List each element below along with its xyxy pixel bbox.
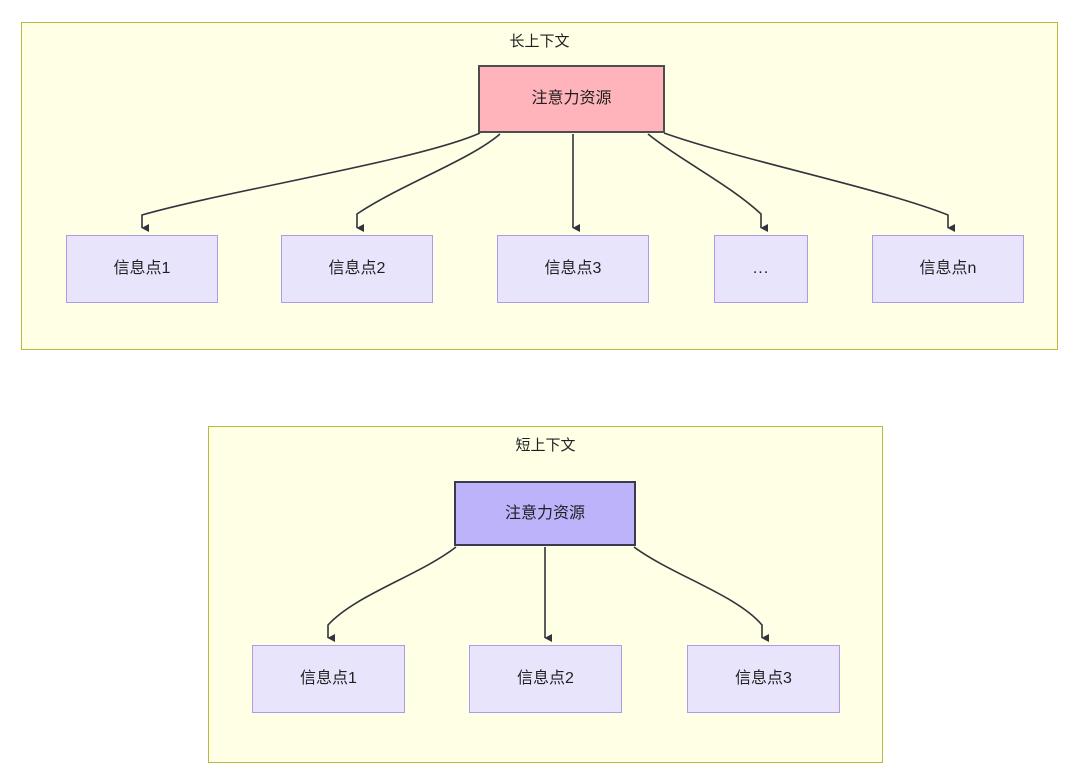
leaf-node-info-point-2-long[interactable]: 信息点2: [281, 235, 433, 303]
leaf-label: 信息点2: [328, 260, 386, 278]
leaf-label: 信息点3: [735, 670, 792, 688]
leaf-node-info-point-3-short[interactable]: 信息点3: [687, 645, 840, 713]
leaf-label: 信息点n: [919, 260, 977, 278]
leaf-node-info-point-3-long[interactable]: 信息点3: [497, 235, 649, 303]
group-title-long-context: 长上下文: [509, 33, 570, 50]
leaf-label: ...: [752, 260, 770, 278]
leaf-label: 信息点3: [544, 260, 602, 278]
group-title-short-context: 短上下文: [515, 437, 576, 454]
leaf-node-info-point-1-long[interactable]: 信息点1: [66, 235, 218, 303]
hub-label-short: 注意力资源: [504, 504, 585, 522]
hub-node-attention-resource-long[interactable]: 注意力资源: [478, 65, 665, 133]
leaf-label: 信息点2: [517, 670, 574, 688]
leaf-node-info-point-1-short[interactable]: 信息点1: [252, 645, 405, 713]
leaf-node-info-point-2-short[interactable]: 信息点2: [469, 645, 622, 713]
leaf-node-info-point-n-long[interactable]: 信息点n: [872, 235, 1024, 303]
leaf-label: 信息点1: [113, 260, 171, 278]
leaf-label: 信息点1: [300, 670, 357, 688]
leaf-node-ellipsis-long[interactable]: ...: [714, 235, 808, 303]
hub-node-attention-resource-short[interactable]: 注意力资源: [454, 481, 636, 546]
hub-label-long: 注意力资源: [531, 90, 612, 108]
